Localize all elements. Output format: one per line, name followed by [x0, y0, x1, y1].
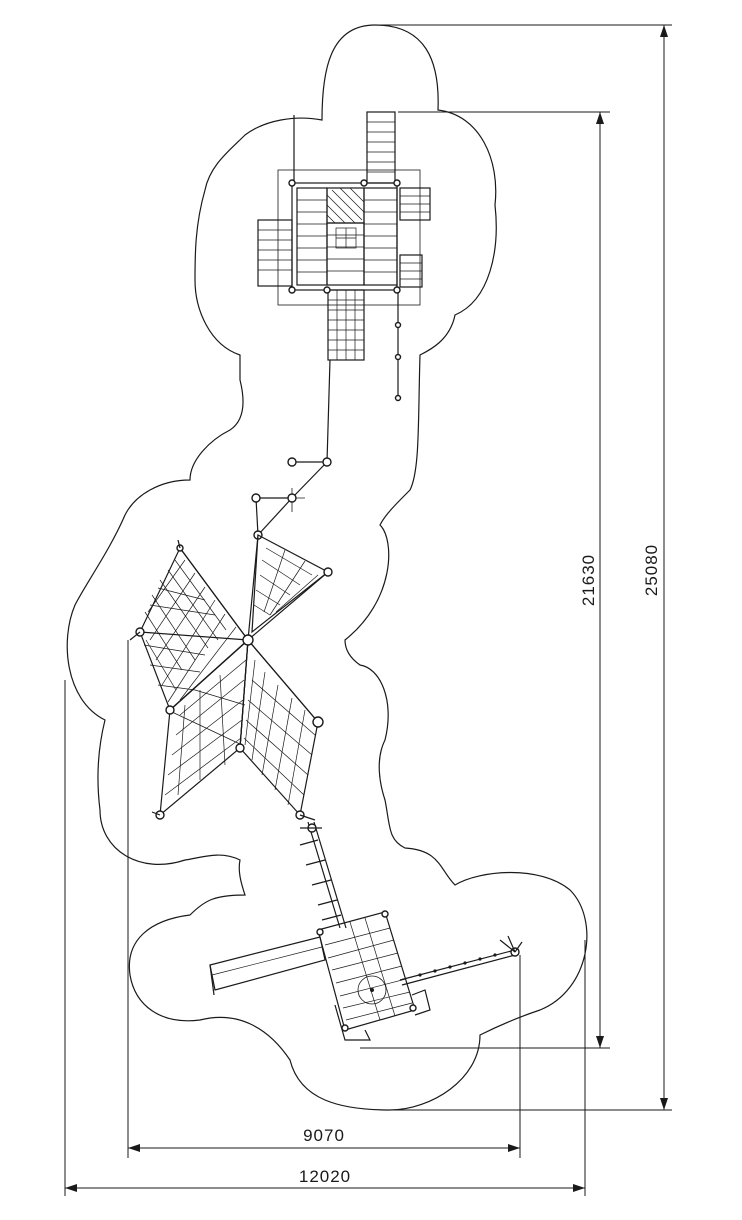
bottom-deck [317, 911, 416, 1031]
tower-centre-panel [326, 222, 365, 286]
bottom-platform-structure [209, 910, 523, 1041]
horizontal-bar [399, 949, 516, 981]
top-ladder [366, 111, 396, 184]
top-tower-structure [257, 111, 431, 402]
outer-height-label: 25080 [642, 544, 661, 596]
rope-walkway [251, 359, 332, 540]
tower-deck [291, 182, 398, 291]
deck-hatch [357, 975, 387, 1005]
dimension-inner-width: 9070 [127, 640, 521, 1158]
tower-panel-right [363, 187, 398, 286]
inner-width-label: 9070 [303, 1126, 345, 1145]
tower-panel-left [296, 187, 328, 286]
dimension-inner-height: 21630 [360, 111, 610, 1049]
slide [209, 936, 326, 991]
tower-base-plate [277, 169, 421, 306]
chain-ladder [299, 814, 347, 929]
safety-zone-outline [66, 24, 588, 1111]
dimension-outer-height: 25080 [380, 24, 672, 1111]
outer-width-label: 12020 [299, 1167, 351, 1186]
inner-height-label: 21630 [579, 554, 598, 606]
dimension-outer-width: 12020 [64, 680, 586, 1196]
tower-left-bench [257, 219, 293, 287]
spider-net-structure [129, 534, 333, 820]
